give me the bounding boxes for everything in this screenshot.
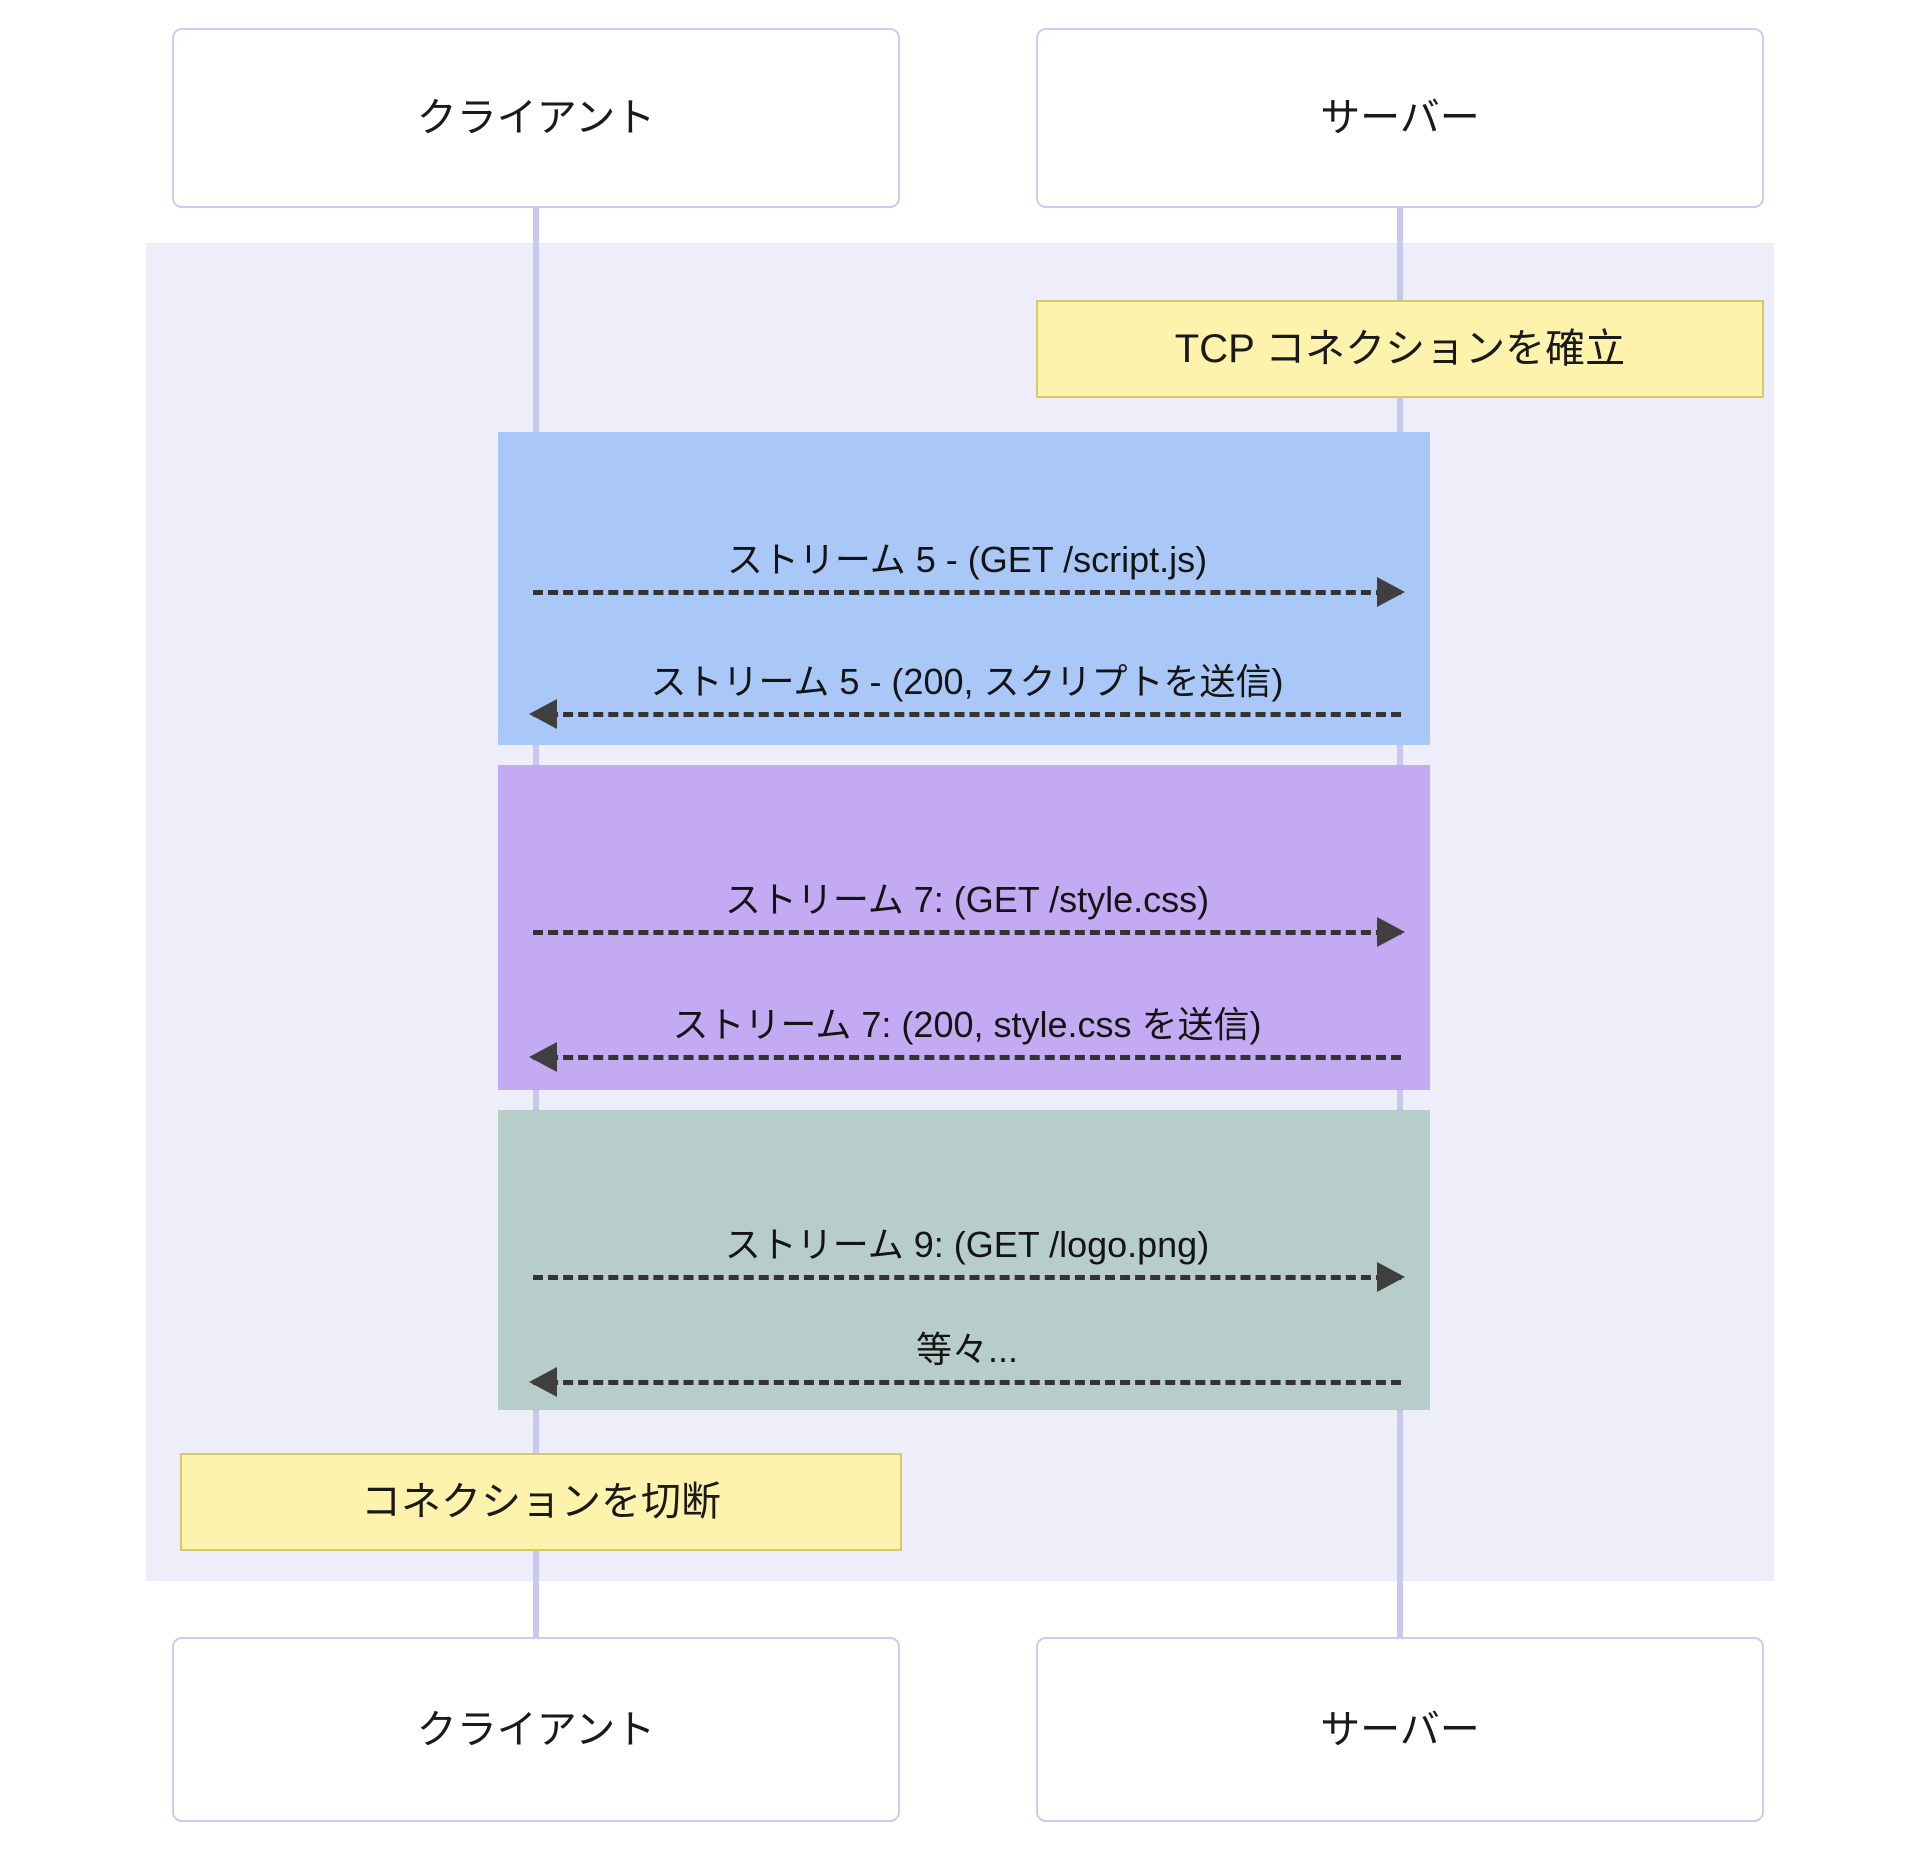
message-line [533,712,1401,717]
message-stream7-response: ストリーム 7: (200, style.css を送信) [529,1007,1401,1072]
actor-server-bottom-label: サーバー [1320,1707,1480,1752]
message-stream5-response-label: ストリーム 5 - (200, スクリプトを送信) [650,661,1284,702]
arrow-left-icon [529,699,557,729]
actor-client-top[interactable]: クライアント [172,28,900,208]
actor-server-top[interactable]: サーバー [1036,28,1764,208]
note-close-connection: コネクションを切断 [180,1453,902,1551]
message-stream7-request-label: ストリーム 7: (GET /style.css) [724,879,1210,920]
arrow-right-icon [1377,1262,1405,1292]
actor-client-bottom-label: クライアント [416,1707,656,1752]
block-script-js [498,432,1430,745]
arrow-left-icon [529,1367,557,1397]
message-line [533,930,1401,935]
message-line [533,590,1401,595]
message-etc-label: 等々... [915,1329,1018,1370]
note-tcp-connect-label: TCP コネクションを確立 [1174,327,1626,371]
message-stream7-response-label: ストリーム 7: (200, style.css を送信) [672,1004,1262,1045]
block-logo-png [498,1110,1430,1410]
message-stream7-request: ストリーム 7: (GET /style.css) [533,882,1405,947]
message-line [533,1380,1401,1385]
note-close-connection-label: コネクションを切断 [361,1480,721,1524]
arrow-right-icon [1377,917,1405,947]
message-stream5-request: ストリーム 5 - (GET /script.js) [533,542,1405,607]
actor-server-top-label: サーバー [1320,96,1480,140]
actor-server-bottom[interactable]: サーバー [1036,1637,1764,1822]
message-line [533,1055,1401,1060]
actor-client-bottom[interactable]: クライアント [172,1637,900,1822]
message-stream5-response: ストリーム 5 - (200, スクリプトを送信) [529,664,1401,729]
message-line [533,1275,1401,1280]
arrow-right-icon [1377,577,1405,607]
note-tcp-connect: TCP コネクションを確立 [1036,300,1764,398]
message-stream9-request-label: ストリーム 9: (GET /logo.png) [724,1224,1210,1265]
arrow-left-icon [529,1042,557,1072]
block-style-css [498,765,1430,1090]
message-etc: 等々... [529,1332,1401,1397]
message-stream9-request: ストリーム 9: (GET /logo.png) [533,1227,1405,1292]
actor-client-top-label: クライアント [416,96,656,140]
message-stream5-request-label: ストリーム 5 - (GET /script.js) [726,539,1208,580]
